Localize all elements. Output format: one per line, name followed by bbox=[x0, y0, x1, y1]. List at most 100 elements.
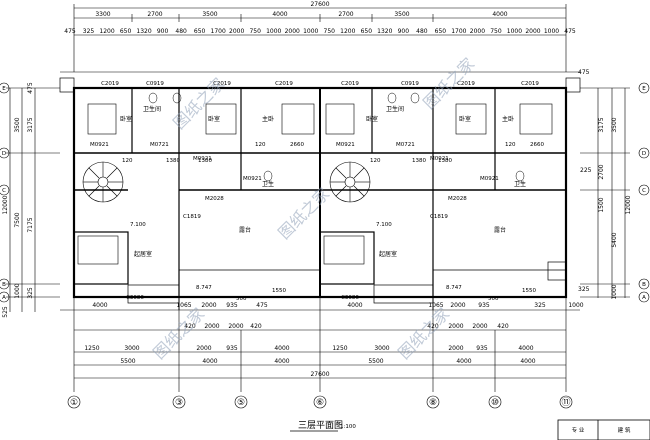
door-tag-4: M0921 bbox=[243, 176, 262, 182]
level-2: 7.100 bbox=[376, 222, 392, 228]
top-dim2-12: 1000 bbox=[266, 28, 281, 35]
bot-dim3-9: 935 bbox=[476, 345, 488, 352]
top-dim2-14: 1000 bbox=[303, 28, 318, 35]
axis-1: ① bbox=[70, 398, 78, 408]
axis-5: ⑤ bbox=[237, 398, 245, 408]
bot-dim2-8: 420 bbox=[497, 323, 509, 330]
bot-dim1-11: 1000 bbox=[568, 302, 583, 309]
top-dim2-17: 650 bbox=[361, 28, 373, 35]
inner-dim-1: 120 bbox=[122, 158, 133, 164]
bot-dim1-5: 475 bbox=[256, 302, 268, 309]
top-dim2-1: 475 bbox=[64, 28, 76, 35]
top-dim2-9: 1700 bbox=[211, 28, 226, 35]
total-width-top: 27600 bbox=[310, 1, 329, 8]
top-dim1-2: 2700 bbox=[147, 11, 162, 18]
door-tag-3: M0921 bbox=[193, 156, 212, 162]
right-inner-4: 1500 bbox=[598, 197, 605, 212]
watermark-1: 图纸之家 bbox=[169, 74, 228, 133]
bot-dim3-6: 1250 bbox=[332, 345, 347, 352]
top-dim1-5: 2700 bbox=[338, 11, 353, 18]
axis-c-right: C bbox=[642, 188, 646, 194]
window-tag-8: C2019 bbox=[521, 81, 539, 87]
bot-dim1-9: 935 bbox=[478, 302, 490, 309]
left-dimensions bbox=[6, 87, 60, 312]
door-tag-1: M0921 bbox=[90, 142, 109, 148]
dim-500-right: 500 bbox=[488, 296, 499, 302]
window-tag-7: C2019 bbox=[457, 81, 475, 87]
left-total-height: 12000 bbox=[2, 195, 9, 214]
door-tag-12: C1819 bbox=[430, 214, 448, 220]
top-dim2-26: 2000 bbox=[525, 28, 540, 35]
bot-dim1-7: 1065 bbox=[428, 302, 443, 309]
level-3: 8.747 bbox=[196, 285, 212, 291]
bot-dim3-2: 3000 bbox=[124, 345, 139, 352]
watermark-3: 图纸之家 bbox=[274, 184, 333, 243]
top-dim2-27: 1000 bbox=[544, 28, 559, 35]
bot-dim4-1: 5500 bbox=[120, 358, 135, 365]
axis-3: ③ bbox=[175, 398, 183, 408]
top-dim2-24: 750 bbox=[490, 28, 502, 35]
inner-dim-5: 2660 bbox=[290, 142, 304, 148]
bot-dim1-2: 1065 bbox=[176, 302, 191, 309]
inner-dim-8: 1380 bbox=[412, 158, 426, 164]
axis-c-left: C bbox=[2, 188, 6, 194]
top-dim2-21: 650 bbox=[435, 28, 447, 35]
window-tag-10: C3086 bbox=[341, 295, 359, 301]
top-dim2-8: 650 bbox=[194, 28, 206, 35]
window-tag-5: C2019 bbox=[341, 81, 359, 87]
room-bedroom-3: 卧室 bbox=[366, 115, 378, 123]
left-dim-3: 1000 bbox=[14, 283, 21, 298]
axis-e-right: E bbox=[642, 86, 646, 92]
left-inner-3: 7175 bbox=[27, 217, 34, 232]
inner-dim-6: 2660 bbox=[530, 142, 544, 148]
door-tag-8: M0921 bbox=[480, 176, 499, 182]
room-master-2: 主卧 bbox=[502, 115, 514, 123]
room-hall-2: 起居室 bbox=[379, 250, 397, 258]
top-dim2-15: 750 bbox=[324, 28, 336, 35]
room-bedroom-2: 卧室 bbox=[208, 115, 220, 123]
top-dimensions bbox=[60, 4, 580, 73]
top-dim2-11: 750 bbox=[249, 28, 261, 35]
axis-11: ⑪ bbox=[561, 397, 570, 408]
inner-dim-9: 120 bbox=[370, 158, 381, 164]
right-dim-2: 5400 bbox=[611, 232, 618, 247]
bot-dim2-3: 2000 bbox=[228, 323, 243, 330]
window-tag-2: C0919 bbox=[146, 81, 164, 87]
bot-dim1-3: 2000 bbox=[201, 302, 216, 309]
axis-b-left: B bbox=[2, 282, 6, 288]
bot-dim2-5: 420 bbox=[427, 323, 439, 330]
dim-500-left: 500 bbox=[236, 296, 247, 302]
left-inner-4: 325 bbox=[27, 287, 34, 299]
axis-e-left: E bbox=[2, 86, 6, 92]
room-hall-1: 起居室 bbox=[134, 250, 152, 258]
top-dim1-6: 3500 bbox=[394, 11, 409, 18]
bottom-dimensions bbox=[60, 297, 580, 392]
top-dim1-4: 4000 bbox=[272, 11, 287, 18]
door-tag-5: M0921 bbox=[336, 142, 355, 148]
room-bath-1: 卫生间 bbox=[143, 105, 161, 113]
bot-dim4-4: 5500 bbox=[368, 358, 383, 365]
top-dim2-16: 1200 bbox=[340, 28, 355, 35]
top-dim1-3: 3500 bbox=[202, 11, 217, 18]
top-dim2-7: 480 bbox=[175, 28, 187, 35]
axis-d-right: D bbox=[642, 151, 646, 157]
top-dim2-20: 480 bbox=[416, 28, 428, 35]
room-toilet-1: 卫生 bbox=[262, 180, 274, 188]
right-inner-1: 3175 bbox=[598, 117, 605, 132]
inner-dim-3: 1380 bbox=[198, 158, 212, 164]
bot-dim2-4: 420 bbox=[250, 323, 262, 330]
room-terrace-1: 露台 bbox=[239, 226, 251, 234]
bot-dim3-4: 935 bbox=[226, 345, 238, 352]
room-master-1: 主卧 bbox=[262, 115, 274, 123]
bot-dim4-5: 4000 bbox=[456, 358, 471, 365]
titleblock-label-2: 建 筑 bbox=[618, 426, 631, 434]
title-block bbox=[557, 419, 650, 440]
right-dimensions bbox=[580, 87, 630, 298]
room-terrace-2: 露台 bbox=[494, 226, 506, 234]
axis-b-right: B bbox=[642, 282, 646, 288]
room-bedroom-1: 卧室 bbox=[120, 115, 132, 123]
room-bedroom-4: 卧室 bbox=[459, 115, 471, 123]
axis-10: ⑩ bbox=[491, 398, 499, 408]
right-inner-2: 2700 bbox=[598, 164, 605, 179]
